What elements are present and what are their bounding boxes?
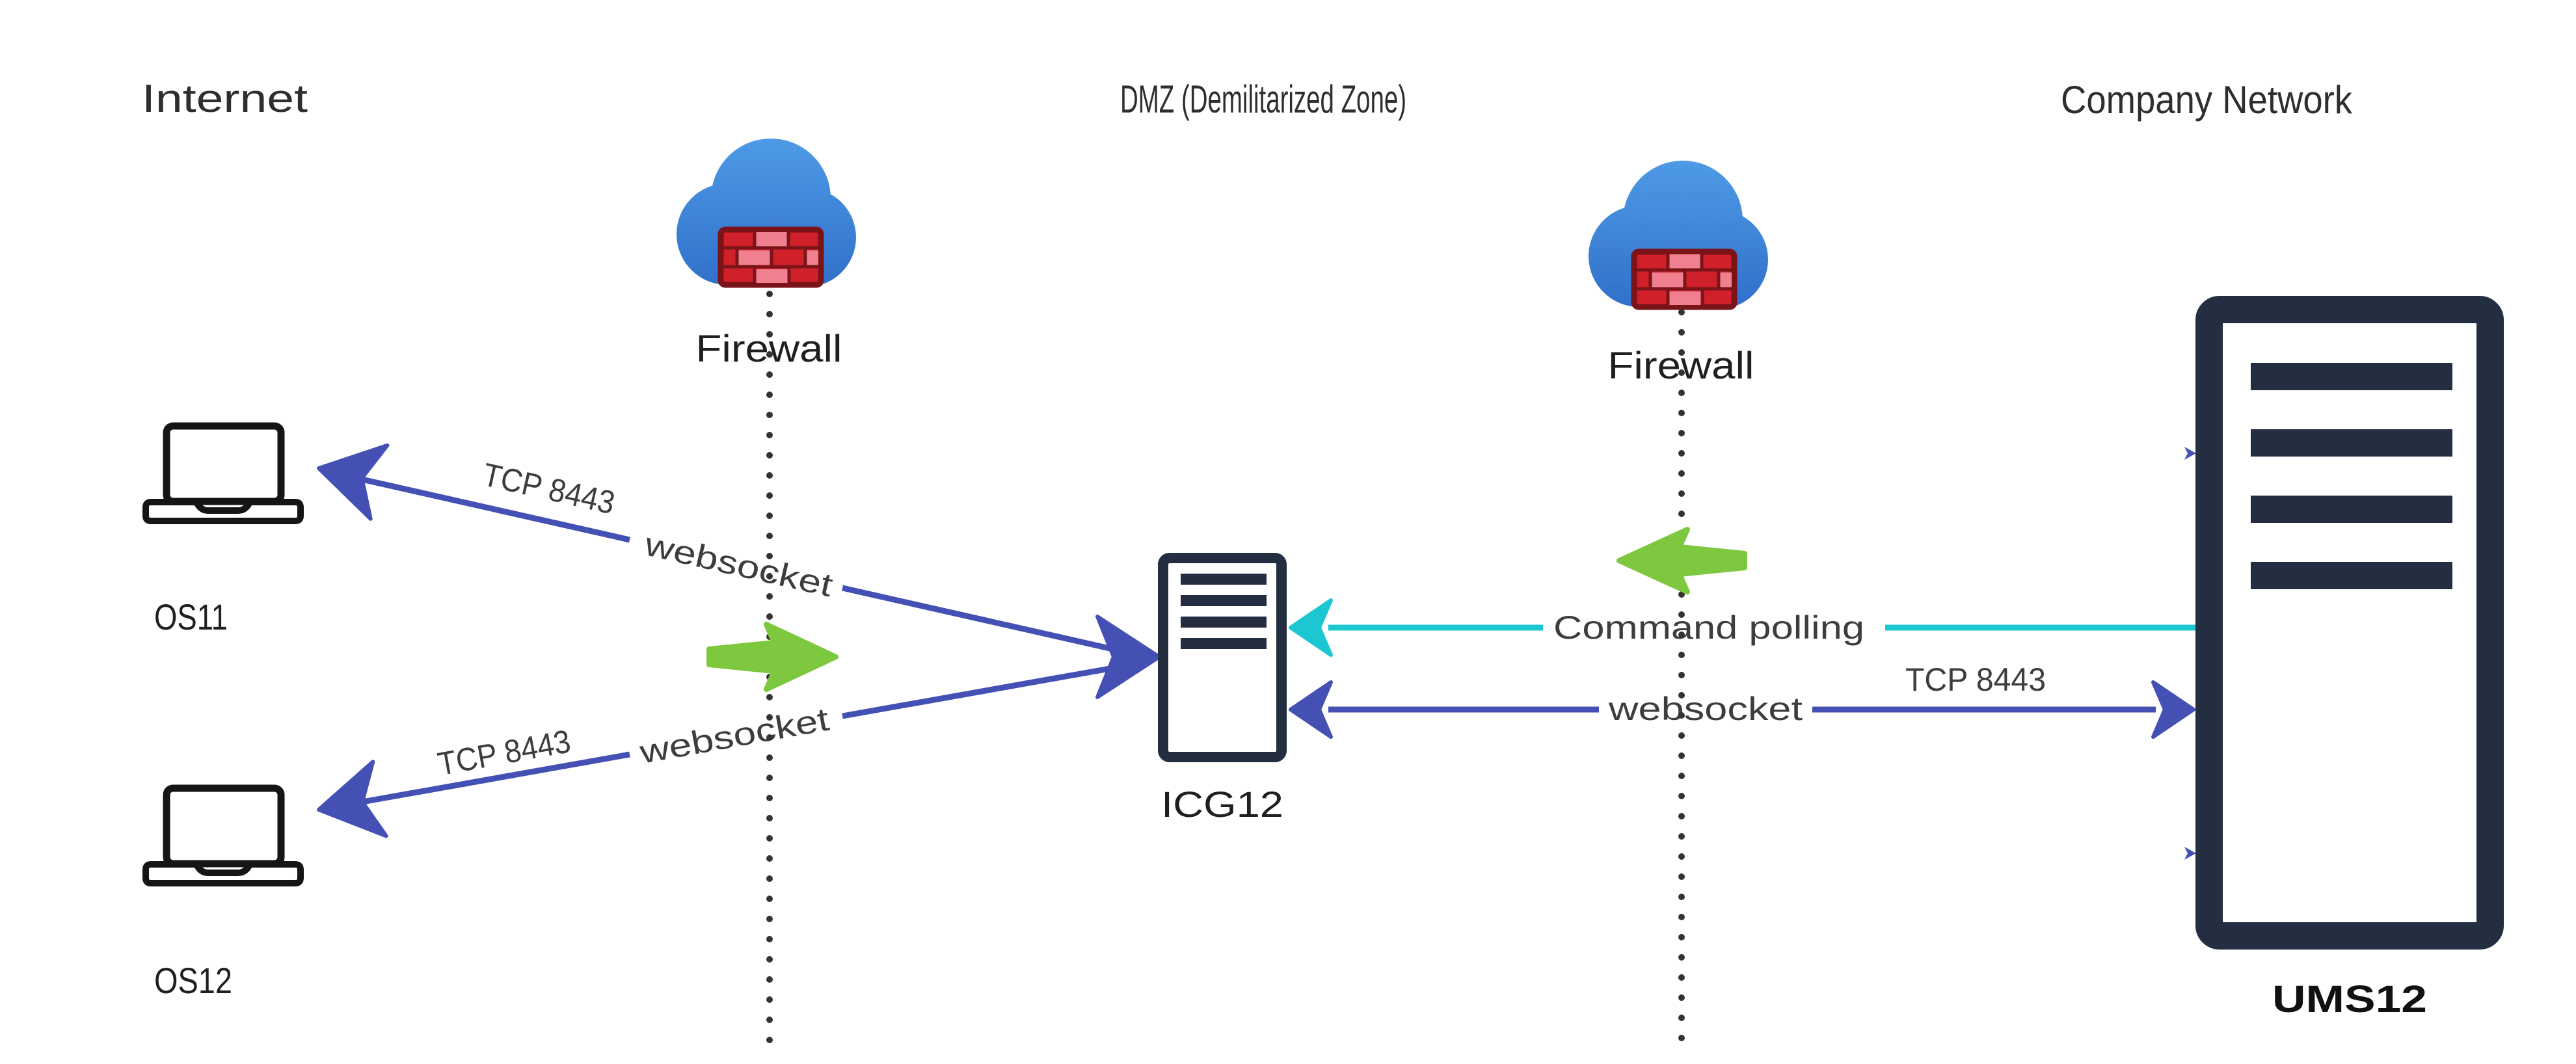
os11-websocket-line-a: [332, 470, 630, 543]
server-icg12: ICG12: [1158, 553, 1287, 825]
firewall-right: Firewall: [1589, 161, 1768, 387]
arrowhead-small-upper: [2184, 447, 2196, 460]
zone-label-dmz: DMZ (Demilitarized Zone): [1120, 77, 1406, 121]
ums12-port-label: TCP 8443: [1905, 661, 2046, 698]
laptop-icon: [163, 784, 285, 868]
direction-arrows: [706, 527, 1747, 692]
laptop-base-icon: [142, 861, 304, 886]
firewall-brick-icon: [1631, 248, 1737, 310]
laptop-os12: OS12: [142, 784, 304, 1001]
connection-lines: [332, 470, 2196, 810]
direction-arrow-inbound: [1617, 527, 1747, 594]
firewall-brick-icon: [718, 226, 824, 288]
laptop-icon: [163, 422, 285, 505]
icg12-label: ICG12: [1161, 784, 1283, 825]
arrowhead-to-os12: [317, 760, 388, 838]
zone-label-internet: Internet: [142, 77, 308, 120]
command-polling-label: Command polling: [1553, 609, 1864, 646]
arrowhead-small-lower: [2184, 847, 2196, 860]
arrowhead-command-polling: [1289, 598, 1333, 657]
ums12-label: UMS12: [2272, 978, 2427, 1020]
os12-label: OS12: [154, 960, 232, 1001]
firewall-left: Firewall: [677, 139, 856, 370]
firewall-boundaries: [766, 291, 1685, 1057]
zone-labels: Internet DMZ (Demilitarized Zone) Compan…: [142, 77, 2353, 122]
os12-websocket-line-b: [842, 665, 1110, 719]
direction-arrow-outbound: [706, 622, 839, 692]
os11-label: OS11: [154, 596, 228, 637]
arrowhead-to-os11: [317, 443, 390, 521]
os11-websocket-line-b: [842, 585, 1110, 652]
os11-protocol-label: websocket: [641, 525, 836, 604]
os12-port-label: TCP 8443: [435, 723, 574, 782]
os12-websocket-line-a: [332, 751, 630, 810]
server-icon: [1158, 553, 1287, 762]
zone-label-company-network: Company Network: [2061, 78, 2353, 122]
arrowhead-websocket-left: [1289, 680, 1333, 739]
ums12-protocol-label: websocket: [1608, 691, 1803, 727]
arrowheads: [317, 443, 2196, 860]
laptop-os11: OS11: [142, 422, 304, 637]
server-icon: [2195, 296, 2504, 950]
arrowhead-websocket-right: [2151, 680, 2195, 739]
server-slots: [1181, 574, 1267, 649]
arrowhead-into-icg12: [1095, 615, 1161, 699]
laptop-base-icon: [142, 499, 304, 524]
server-slots: [2251, 363, 2452, 589]
server-ums12: UMS12: [2195, 296, 2504, 1020]
os12-protocol-label: websocket: [636, 701, 832, 771]
